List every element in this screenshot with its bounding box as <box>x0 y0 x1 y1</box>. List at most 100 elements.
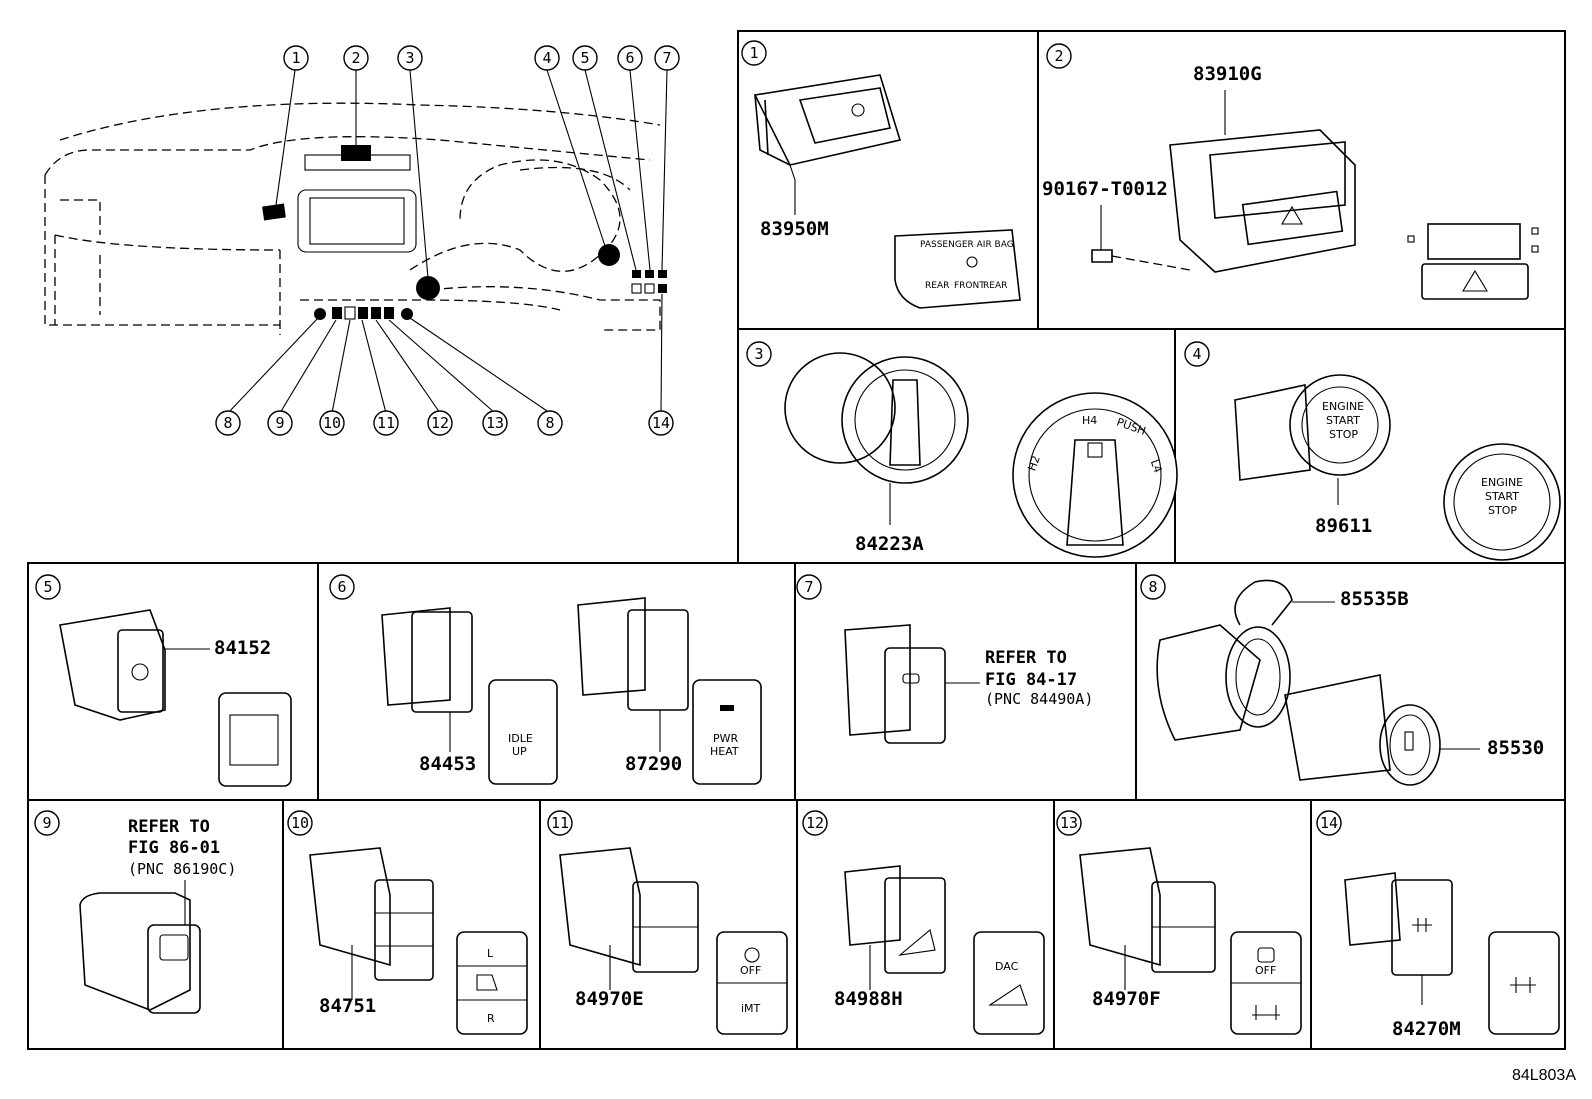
part-number-83910G: 83910G <box>1193 63 1262 85</box>
panel-callout-9: 9 <box>34 810 60 836</box>
panel-callout-7: 7 <box>796 574 822 600</box>
overview-callout-1: 1 <box>283 45 309 71</box>
part-number-87290: 87290 <box>625 753 682 775</box>
part-number-83950M: 83950M <box>760 218 829 240</box>
panel-14 <box>1344 872 1560 1035</box>
overview-callout-10: 10 <box>319 410 345 436</box>
traction-off: OFF <box>1255 964 1276 977</box>
overview-callout-9: 9 <box>267 410 293 436</box>
panel-grid <box>27 30 1566 1050</box>
idle-text: IDLE <box>508 732 533 745</box>
start-engine-1: ENGINE <box>1322 400 1364 413</box>
seat-l: L <box>487 947 494 960</box>
panel-12: DAC <box>844 865 1045 1035</box>
svg-text:5: 5 <box>580 49 589 67</box>
overview-callout-7: 7 <box>654 45 680 71</box>
svg-text:10: 10 <box>323 414 341 432</box>
overview-callout-3: 3 <box>397 45 423 71</box>
panel-2 <box>1091 90 1539 300</box>
panel-10: L R <box>309 847 528 1035</box>
panel-callout-13: 13 <box>1056 810 1082 836</box>
panel-7 <box>844 624 980 744</box>
overview-callout-14: 14 <box>648 410 674 436</box>
start-button-face <box>1443 443 1561 561</box>
svg-text:2: 2 <box>1054 47 1063 65</box>
dial-h4: H4 <box>1082 414 1097 427</box>
seat-r: R <box>487 1012 495 1025</box>
dial-l4: L4 <box>1148 458 1165 475</box>
part-number-84223A: 84223A <box>855 533 924 555</box>
panel-8 <box>1156 579 1480 786</box>
svg-text:12: 12 <box>806 814 824 832</box>
start-engine-2: ENGINE <box>1481 476 1523 489</box>
svg-text:9: 9 <box>42 814 51 832</box>
overview-callout-12: 12 <box>427 410 453 436</box>
heat-text: HEAT <box>710 745 739 758</box>
svg-text:7: 7 <box>662 49 671 67</box>
panel-6: IDLE UP PWR HEAT <box>381 597 762 785</box>
part-number-89611: 89611 <box>1315 515 1372 537</box>
airbag-indicator-face <box>894 229 1021 309</box>
overview-callout-6: 6 <box>617 45 643 71</box>
refer-text-9-0: REFER TO <box>128 817 210 837</box>
svg-text:9: 9 <box>275 414 284 432</box>
panel-3: H2 H4 PUSH L4 <box>784 352 1178 558</box>
part-number-85530: 85530 <box>1487 737 1544 759</box>
panel-callout-6: 6 <box>329 574 355 600</box>
panel-callout-1: 1 <box>741 40 767 66</box>
svg-text:8: 8 <box>545 414 554 432</box>
overview-callout-5: 5 <box>572 45 598 71</box>
start-stop-1: STOP <box>1329 428 1358 441</box>
panel-9 <box>79 880 201 1014</box>
part-number-85535B: 85535B <box>1340 588 1409 610</box>
svg-text:13: 13 <box>1060 814 1078 832</box>
airbag-rear-left: REAR <box>925 281 949 291</box>
svg-text:6: 6 <box>625 49 634 67</box>
imt-off: OFF <box>740 964 761 977</box>
svg-text:13: 13 <box>486 414 504 432</box>
svg-text:12: 12 <box>431 414 449 432</box>
panel-callout-5: 5 <box>35 574 61 600</box>
up-text: UP <box>512 745 527 758</box>
svg-text:8: 8 <box>1148 578 1157 596</box>
svg-text:11: 11 <box>551 814 569 832</box>
pwr-text: PWR <box>713 732 739 745</box>
panel-callout-11: 11 <box>547 810 573 836</box>
overview-callout-8: 8 <box>215 410 241 436</box>
panel-13: OFF <box>1079 847 1302 1035</box>
dac-label: DAC <box>995 960 1019 973</box>
label-layer: 83950M83910G90167-T001284223A89611841528… <box>128 63 1544 1040</box>
panel-callout-2: 2 <box>1046 43 1072 69</box>
svg-text:4: 4 <box>542 49 551 67</box>
panel-callout-14: 14 <box>1316 810 1342 836</box>
part-number-90167-T0012: 90167-T0012 <box>1042 178 1168 200</box>
airbag-label: PASSENGER AIR BAG <box>920 240 1014 250</box>
refer-text-7-1: FIG 84-17 <box>985 670 1077 690</box>
svg-text:4: 4 <box>1192 345 1201 363</box>
refer-text-9-1: FIG 86-01 <box>128 838 220 858</box>
svg-text:8: 8 <box>223 414 232 432</box>
part-number-84970F: 84970F <box>1092 988 1161 1010</box>
dashboard-overview <box>44 62 668 414</box>
panel-callout-10: 10 <box>287 810 313 836</box>
part-number-84152: 84152 <box>214 637 271 659</box>
svg-text:1: 1 <box>749 44 758 62</box>
svg-text:6: 6 <box>337 578 346 596</box>
panel-callout-4: 4 <box>1184 341 1210 367</box>
refer-text-9-2: (PNC 86190C) <box>128 860 236 878</box>
part-number-84751: 84751 <box>319 995 376 1017</box>
svg-text:5: 5 <box>43 578 52 596</box>
svg-text:11: 11 <box>377 414 395 432</box>
transfer-dial-face <box>1012 392 1178 558</box>
svg-text:3: 3 <box>405 49 414 67</box>
panel-1: PASSENGER AIR BAG REAR FRONT REAR <box>753 74 1021 309</box>
overview-callout-13: 13 <box>482 410 508 436</box>
imt-label: iMT <box>741 1002 761 1015</box>
svg-text:7: 7 <box>804 578 813 596</box>
panel-callout-12: 12 <box>802 810 828 836</box>
part-number-84453: 84453 <box>419 753 476 775</box>
start-stop-2: STOP <box>1488 504 1517 517</box>
overview-callout-2: 2 <box>343 45 369 71</box>
